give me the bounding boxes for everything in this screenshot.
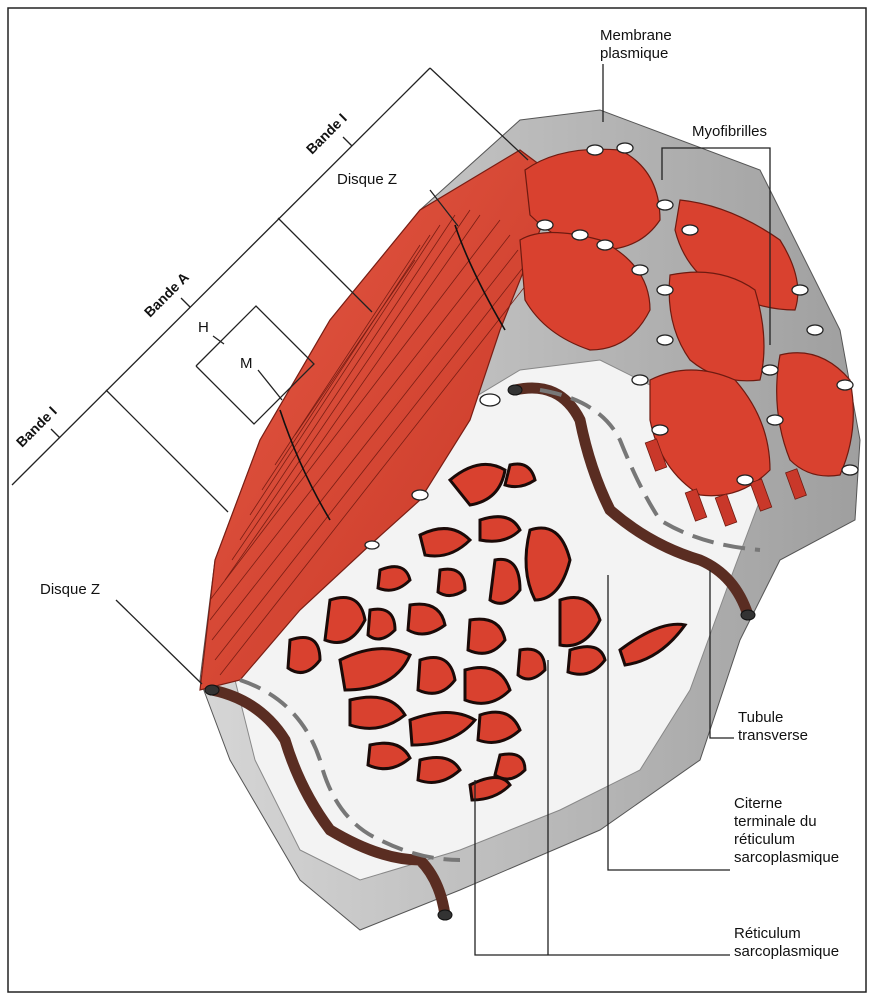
label-tubule-line1: Tubule [738, 709, 783, 726]
label-m: M [240, 355, 253, 372]
label-h: H [198, 319, 209, 336]
label-disque-z-top: Disque Z [337, 171, 397, 188]
label-citerne-line1: Citerne [734, 795, 782, 812]
label-citerne-line2: terminale du [734, 813, 817, 830]
label-disque-z-left: Disque Z [40, 581, 100, 598]
label-myofibrilles: Myofibrilles [692, 123, 767, 140]
label-membrane-line2: plasmique [600, 45, 668, 62]
label-citerne-line4: sarcoplasmique [734, 849, 839, 866]
label-tubule-line2: transverse [738, 727, 808, 744]
label-reticulum-line1: Réticulum [734, 925, 801, 942]
label-citerne-line3: réticulum [734, 831, 795, 848]
label-reticulum-line2: sarcoplasmique [734, 943, 839, 960]
label-membrane-line1: Membrane [600, 27, 672, 44]
